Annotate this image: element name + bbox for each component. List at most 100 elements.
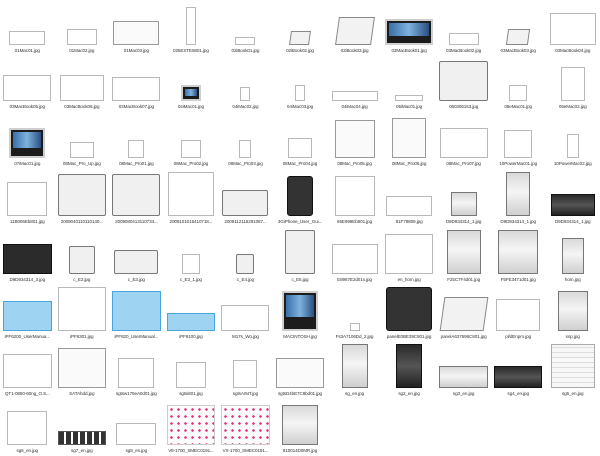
file-thumbnail[interactable] bbox=[58, 231, 107, 274]
file-item[interactable]: 07iMac01.jpg bbox=[0, 113, 55, 169]
file-thumbnail[interactable] bbox=[221, 115, 270, 158]
file-thumbnail[interactable] bbox=[276, 288, 325, 331]
file-thumbnail[interactable] bbox=[112, 173, 161, 216]
file-item[interactable]: V8-1700_SMEC0191... bbox=[164, 400, 219, 456]
file-item[interactable]: c_E3_1.jpg bbox=[164, 229, 219, 285]
file-item[interactable]: panelE0BE39C801.jpg bbox=[382, 286, 437, 342]
file-thumbnail[interactable] bbox=[58, 115, 107, 158]
file-item[interactable]: 04iMac01.jpg bbox=[164, 56, 219, 112]
file-thumbnail[interactable] bbox=[385, 173, 434, 216]
file-item[interactable]: 2009101016410718... bbox=[164, 171, 219, 227]
file-item[interactable]: c_E3.jpg bbox=[109, 229, 164, 285]
file-item[interactable]: D9D934314_3.jpg bbox=[0, 229, 55, 285]
file-thumbnail[interactable] bbox=[439, 2, 488, 45]
file-thumbnail[interactable] bbox=[3, 231, 52, 274]
file-thumbnail[interactable] bbox=[3, 2, 52, 45]
file-item[interactable]: M17s_Wo.jpg bbox=[218, 286, 273, 342]
file-item[interactable]: pl/dEnpro.jpg bbox=[491, 286, 546, 342]
file-thumbnail[interactable] bbox=[439, 288, 489, 331]
file-item[interactable]: D9D934314_1.jpg bbox=[491, 171, 546, 227]
file-thumbnail[interactable] bbox=[548, 173, 597, 216]
file-thumbnail[interactable] bbox=[548, 58, 597, 101]
file-item[interactable]: 03MacBook07.jpg bbox=[109, 56, 164, 112]
file-item[interactable]: c_E4.jpg bbox=[218, 229, 273, 285]
file-thumbnail[interactable] bbox=[330, 231, 379, 274]
file-thumbnail[interactable] bbox=[330, 288, 379, 331]
file-item[interactable]: panelA637696C801.jpg bbox=[436, 286, 491, 342]
file-item[interactable]: 06eMac02.jpg bbox=[545, 56, 600, 112]
file-thumbnail[interactable] bbox=[385, 58, 434, 101]
file-thumbnail[interactable] bbox=[494, 172, 543, 216]
file-item[interactable]: QT1-0850-60ng_O.S... bbox=[0, 343, 55, 399]
file-item[interactable]: c_E2.jpg bbox=[55, 229, 110, 285]
file-item[interactable]: D9D934314_1.jpg bbox=[545, 171, 600, 227]
file-thumbnail[interactable] bbox=[3, 115, 52, 158]
file-thumbnail[interactable] bbox=[330, 344, 379, 388]
file-item[interactable]: iPF9100.jpg bbox=[164, 286, 219, 342]
file-item[interactable]: 10PowerMac01.jpg bbox=[491, 113, 546, 169]
file-item[interactable]: sg8_en.jpg bbox=[109, 400, 164, 456]
file-item[interactable]: 08Mac_Pro06.jpg bbox=[382, 113, 437, 169]
file-item[interactable]: 04iMac04.jpg bbox=[327, 56, 382, 112]
file-item[interactable]: 03MacBook05.jpg bbox=[0, 56, 55, 112]
file-item[interactable]: F5FE3471d01.jpg bbox=[491, 229, 546, 285]
file-item[interactable]: sg4_en.jpg bbox=[491, 343, 546, 399]
file-thumbnail[interactable] bbox=[112, 345, 161, 388]
file-thumbnail[interactable] bbox=[276, 115, 325, 158]
file-thumbnail[interactable] bbox=[385, 115, 434, 158]
file-thumbnail[interactable] bbox=[439, 115, 488, 158]
file-thumbnail[interactable] bbox=[57, 173, 107, 216]
file-item[interactable]: 11B006Eb801.jpg bbox=[0, 171, 55, 227]
file-thumbnail[interactable] bbox=[3, 288, 52, 331]
file-item[interactable]: 08Mac_Pro05.jpg bbox=[327, 113, 382, 169]
file-item[interactable]: 01Mac01.jpg bbox=[0, 0, 55, 56]
file-thumbnail[interactable] bbox=[548, 231, 597, 274]
file-thumbnail[interactable] bbox=[221, 58, 270, 101]
file-thumbnail[interactable] bbox=[385, 231, 434, 274]
file-thumbnail[interactable] bbox=[112, 231, 161, 274]
file-item[interactable]: 2009112115291087... bbox=[218, 171, 273, 227]
file-thumbnail[interactable] bbox=[494, 58, 543, 101]
file-thumbnail[interactable] bbox=[221, 231, 270, 274]
file-item[interactable]: 810014D0MR.jpg bbox=[273, 400, 328, 456]
file-thumbnail[interactable] bbox=[58, 58, 107, 101]
file-thumbnail[interactable] bbox=[276, 230, 325, 274]
file-thumbnail[interactable] bbox=[3, 173, 52, 216]
file-thumbnail[interactable] bbox=[275, 345, 325, 388]
file-thumbnail[interactable] bbox=[548, 2, 597, 45]
file-thumbnail[interactable] bbox=[276, 173, 325, 216]
file-thumbnail[interactable] bbox=[57, 345, 107, 388]
file-item[interactable]: 08Mac_Pro07.jpg bbox=[436, 113, 491, 169]
file-thumbnail[interactable] bbox=[548, 344, 597, 388]
file-item[interactable]: 02iBook02.jpg bbox=[273, 0, 328, 56]
file-item[interactable]: 08Mac_Pro04.jpg bbox=[273, 113, 328, 169]
file-item[interactable]: E8967E2d01x.jpg bbox=[327, 229, 382, 285]
file-thumbnail[interactable] bbox=[439, 58, 488, 101]
file-thumbnail[interactable] bbox=[221, 2, 270, 45]
file-thumbnail[interactable] bbox=[112, 288, 161, 331]
file-item[interactable]: 01Mac02.jpg bbox=[55, 0, 110, 56]
file-thumbnail[interactable] bbox=[166, 402, 216, 445]
file-thumbnail[interactable] bbox=[112, 115, 161, 158]
file-item[interactable]: D9D934314_1.jpg bbox=[436, 171, 491, 227]
file-item[interactable]: sg7_en.jpg bbox=[55, 400, 110, 456]
file-item[interactable]: sgtsw179eA0d01.jpg bbox=[109, 343, 164, 399]
file-item[interactable]: sg2_en.jpg bbox=[382, 343, 437, 399]
file-thumbnail[interactable] bbox=[494, 230, 543, 274]
file-item[interactable]: sgtsAr5IT.jpg bbox=[218, 343, 273, 399]
file-item[interactable]: 03MacBook06.jpg bbox=[55, 56, 110, 112]
file-thumbnail[interactable] bbox=[385, 287, 434, 331]
file-thumbnail[interactable] bbox=[167, 2, 216, 45]
file-thumbnail[interactable] bbox=[112, 402, 161, 445]
file-item[interactable]: F25C7F4d01.jpg bbox=[436, 229, 491, 285]
file-item[interactable]: 08Mac_Pro02.jpg bbox=[164, 113, 219, 169]
file-item[interactable]: 02iBook01.jpg bbox=[218, 0, 273, 56]
file-item[interactable]: MACINTOSH.jpg bbox=[273, 286, 328, 342]
file-item[interactable]: 08Mac_Pro_Up.jpg bbox=[55, 113, 110, 169]
file-item[interactable]: hom.jpg bbox=[545, 229, 600, 285]
file-item[interactable]: 04iMac03.jpg bbox=[273, 56, 328, 112]
file-thumbnail[interactable] bbox=[57, 287, 107, 331]
file-thumbnail[interactable] bbox=[167, 345, 216, 388]
file-thumbnail[interactable] bbox=[58, 2, 107, 45]
file-thumbnail[interactable] bbox=[3, 345, 52, 388]
